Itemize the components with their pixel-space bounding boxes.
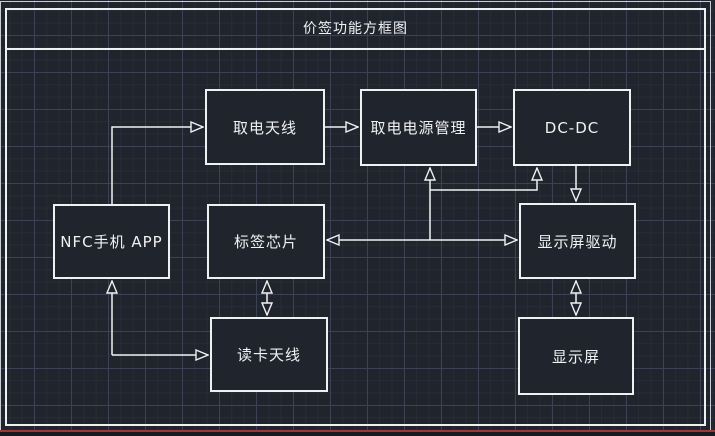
diagram-title: 价签功能方框图 xyxy=(303,21,408,37)
connector-bus-to-dcdc[interactable] xyxy=(430,168,537,191)
sheet-border xyxy=(5,8,706,426)
node-nfc-phone-app[interactable]: NFC手机 APP xyxy=(53,204,170,279)
bottom-edge xyxy=(0,432,715,436)
node-power-antenna[interactable]: 取电天线 xyxy=(205,89,325,165)
node-dc-dc[interactable]: DC-DC xyxy=(513,89,631,166)
node-power-management[interactable]: 取电电源管理 xyxy=(360,89,477,166)
title-bar-divider xyxy=(5,48,706,50)
node-display-driver[interactable]: 显示屏驱动 xyxy=(519,203,636,279)
red-baseline xyxy=(0,430,715,432)
node-tag-chip[interactable]: 标签芯片 xyxy=(207,204,325,279)
node-display[interactable]: 显示屏 xyxy=(518,317,634,395)
connector-nfcapp-to-power-antenna[interactable] xyxy=(111,127,203,205)
node-reader-antenna[interactable]: 读卡天线 xyxy=(210,317,328,392)
